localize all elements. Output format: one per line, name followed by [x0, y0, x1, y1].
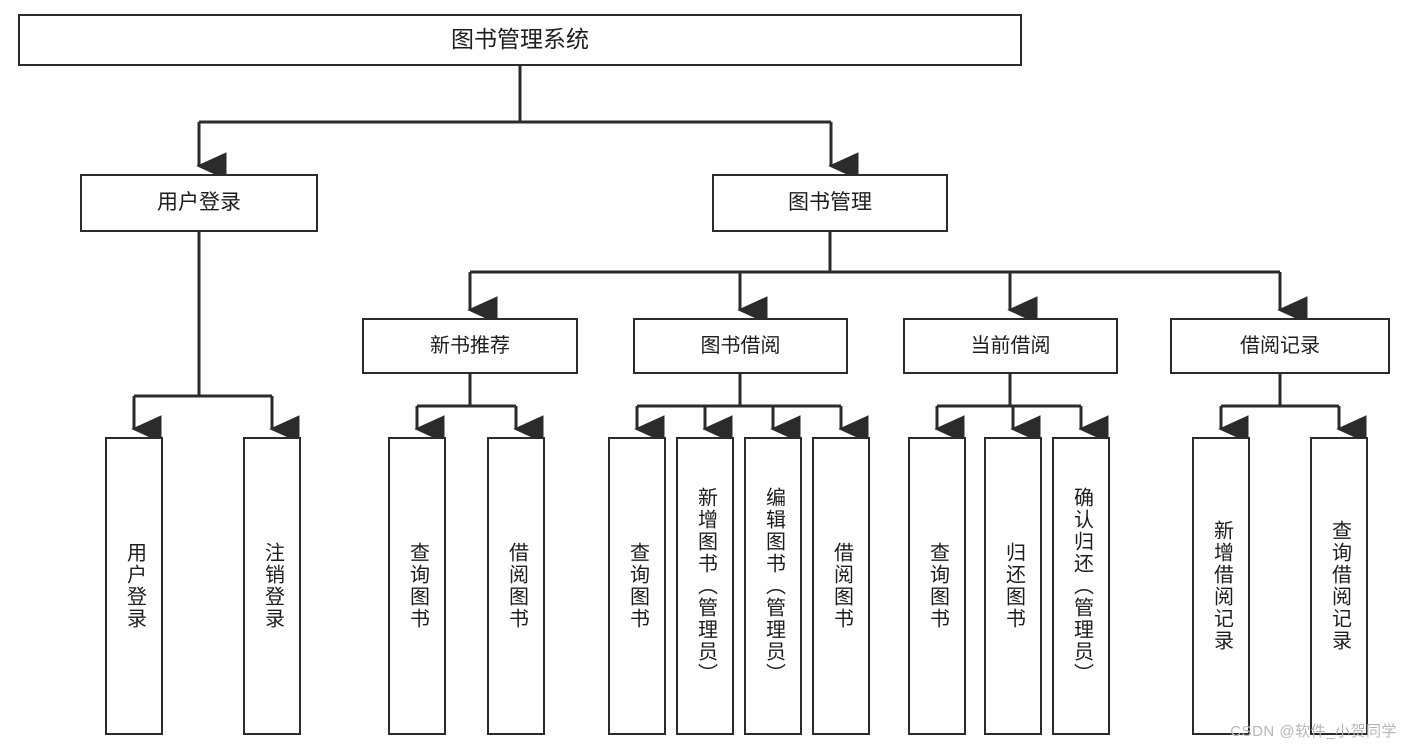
node-leaf-user-login[interactable]: 用户登录	[105, 437, 163, 735]
node-leaf-confirm-return[interactable]: 确认归还（管理员）	[1052, 437, 1110, 735]
node-leaf-add-book[interactable]: 新增图书（管理员）	[676, 437, 734, 735]
node-book-borrow-label: 图书借阅	[700, 334, 781, 357]
node-leaf-confirm-return-label: 确认归还（管理员）	[1070, 487, 1093, 685]
node-new-book-recommend-label: 新书推荐	[430, 334, 510, 357]
node-leaf-borrow-book-rec-label: 借阅图书	[505, 542, 528, 630]
node-leaf-query-book-cur[interactable]: 查询图书	[908, 437, 966, 735]
node-current-borrow[interactable]: 当前借阅	[903, 318, 1118, 374]
node-leaf-query-book-rec[interactable]: 查询图书	[388, 437, 446, 735]
node-leaf-query-book-rec-label: 查询图书	[406, 542, 429, 630]
node-leaf-query-record-label: 查询借阅记录	[1328, 520, 1351, 652]
node-book-borrow[interactable]: 图书借阅	[633, 318, 848, 374]
node-current-borrow-label: 当前借阅	[970, 334, 1051, 357]
node-leaf-edit-book[interactable]: 编辑图书（管理员）	[744, 437, 802, 735]
node-new-book-recommend[interactable]: 新书推荐	[362, 318, 578, 374]
node-leaf-query-book-cur-label: 查询图书	[926, 542, 949, 630]
node-root-label: 图书管理系统	[451, 26, 589, 53]
node-leaf-query-book-borrow[interactable]: 查询图书	[608, 437, 666, 735]
node-user-login[interactable]: 用户登录	[80, 174, 318, 232]
node-book-manage[interactable]: 图书管理	[712, 174, 948, 232]
node-leaf-borrow-book[interactable]: 借阅图书	[812, 437, 870, 735]
node-leaf-user-logout[interactable]: 注销登录	[243, 437, 301, 735]
node-leaf-add-record-label: 新增借阅记录	[1210, 520, 1233, 652]
node-leaf-borrow-book-rec[interactable]: 借阅图书	[487, 437, 545, 735]
csdn-watermark: CSDN @软件_小贺同学	[1230, 723, 1397, 740]
node-leaf-edit-book-label: 编辑图书（管理员）	[762, 487, 785, 685]
node-root[interactable]: 图书管理系统	[18, 14, 1022, 66]
node-leaf-query-record[interactable]: 查询借阅记录	[1310, 437, 1368, 735]
node-user-login-label: 用户登录	[157, 191, 241, 215]
node-leaf-return-book-label: 归还图书	[1002, 542, 1025, 630]
node-leaf-return-book[interactable]: 归还图书	[984, 437, 1042, 735]
node-leaf-query-book-borrow-label: 查询图书	[626, 542, 649, 630]
node-leaf-add-book-label: 新增图书（管理员）	[694, 487, 717, 685]
node-leaf-user-logout-label: 注销登录	[261, 542, 284, 630]
node-leaf-add-record[interactable]: 新增借阅记录	[1192, 437, 1250, 735]
node-leaf-user-login-label: 用户登录	[123, 542, 146, 630]
node-book-manage-label: 图书管理	[788, 191, 872, 215]
node-leaf-borrow-book-label: 借阅图书	[830, 542, 853, 630]
node-borrow-record[interactable]: 借阅记录	[1170, 318, 1390, 374]
node-borrow-record-label: 借阅记录	[1240, 334, 1320, 357]
